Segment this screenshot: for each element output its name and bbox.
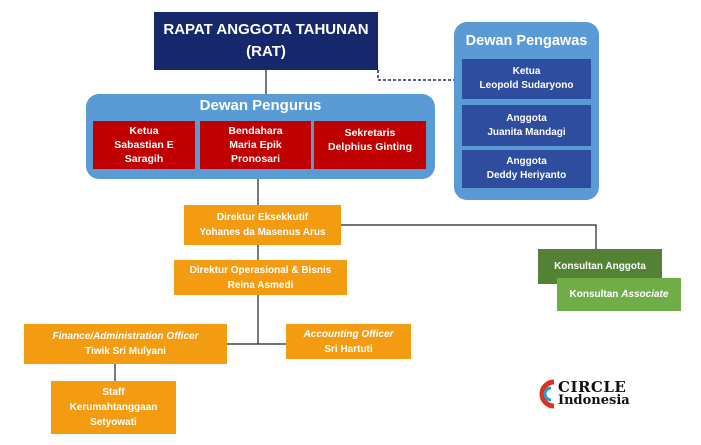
direktur-operasional-title: Direktur Operasional & Bisnis bbox=[189, 264, 332, 276]
staff-line3: Setyowati bbox=[90, 417, 137, 428]
finance-officer-box: Finance/Administration Officer Tiwik Sri… bbox=[24, 324, 227, 364]
pengurus-bendahara-name-1: Maria Epik bbox=[229, 139, 282, 151]
konsultan-associate-prefix: Konsultan bbox=[569, 289, 622, 300]
pengawas-anggota-2-role: Anggota bbox=[506, 156, 547, 167]
accounting-officer-title: Accounting Officer bbox=[303, 328, 394, 340]
staff-line2: Kerumahtanggaan bbox=[69, 402, 158, 413]
dewan-pengawas-title: Dewan Pengawas bbox=[465, 33, 588, 49]
rat-box: RAPAT ANGGOTA TAHUNAN (RAT) bbox=[154, 12, 378, 70]
direktur-operasional-box: Direktur Operasional & Bisnis Reina Asme… bbox=[174, 260, 347, 295]
pengurus-ketua-name-2: Saragih bbox=[124, 153, 164, 165]
pengawas-anggota-1-name: Juanita Mandagi bbox=[487, 126, 566, 138]
connector-rat-pengawas bbox=[377, 70, 454, 81]
pengawas-ketua-box: Ketua Leopold Sudaryono bbox=[462, 59, 591, 99]
circle-logo-icon bbox=[539, 379, 555, 409]
pengurus-sekretaris-name-1: Delphius Ginting bbox=[328, 141, 412, 153]
konsultan-associate-box: Konsultan Associate bbox=[557, 278, 681, 311]
finance-officer-title: Finance/Administration Officer bbox=[52, 331, 199, 342]
logo-text-indonesia: Indonesia bbox=[558, 393, 630, 408]
pengurus-ketua-box: Ketua Sabastian E Saragih bbox=[93, 121, 195, 169]
logo-text-circle: CIRCLE bbox=[558, 378, 627, 396]
pengurus-bendahara-box: Bendahara Maria Epik Pronosari bbox=[200, 121, 311, 169]
pengawas-ketua-name: Leopold Sudaryono bbox=[479, 80, 574, 91]
direktur-eksekutif-title: Direktur Eksekkutif bbox=[216, 212, 309, 223]
pengawas-anggota-2-name: Deddy Heriyanto bbox=[486, 170, 567, 181]
rat-line2: (RAT) bbox=[246, 43, 286, 60]
pengurus-bendahara-role: Bendahara bbox=[228, 125, 283, 137]
accounting-officer-name: Sri Hartuti bbox=[324, 343, 373, 355]
pengawas-anggota-2-box: Anggota Deddy Heriyanto bbox=[462, 150, 591, 188]
staff-line1: Staff bbox=[102, 387, 125, 398]
pengurus-ketua-role: Ketua bbox=[129, 125, 159, 137]
connector-direktur-konsultan bbox=[341, 224, 597, 249]
finance-officer-name: Tiwik Sri Mulyani bbox=[85, 346, 166, 357]
dewan-pengurus-title: Dewan Pengurus bbox=[199, 97, 322, 114]
accounting-officer-box: Accounting Officer Sri Hartuti bbox=[286, 324, 411, 359]
pengurus-bendahara-name-2: Pronosari bbox=[230, 153, 280, 165]
pengurus-sekretaris-role: Sekretaris bbox=[344, 127, 396, 139]
pengawas-ketua-role: Ketua bbox=[512, 66, 541, 77]
pengawas-anggota-1-box: Anggota Juanita Mandagi bbox=[462, 105, 591, 146]
pengurus-sekretaris-box: Sekretaris Delphius Ginting bbox=[314, 121, 426, 169]
staff-box: Staff Kerumahtanggaan Setyowati bbox=[51, 381, 176, 434]
pengawas-anggota-1-role: Anggota bbox=[506, 112, 547, 124]
pengurus-ketua-name-1: Sabastian E bbox=[114, 139, 174, 151]
konsultan-anggota-label: Konsultan Anggota bbox=[554, 261, 646, 272]
direktur-eksekutif-name: Yohanes da Masenus Arus bbox=[199, 227, 326, 238]
konsultan-associate-italic: Associate bbox=[621, 289, 669, 300]
rat-line1: RAPAT ANGGOTA TAHUNAN bbox=[163, 21, 369, 38]
direktur-eksekutif-box: Direktur Eksekkutif Yohanes da Masenus A… bbox=[184, 205, 341, 245]
direktur-operasional-name: Reina Asmedi bbox=[227, 279, 294, 291]
